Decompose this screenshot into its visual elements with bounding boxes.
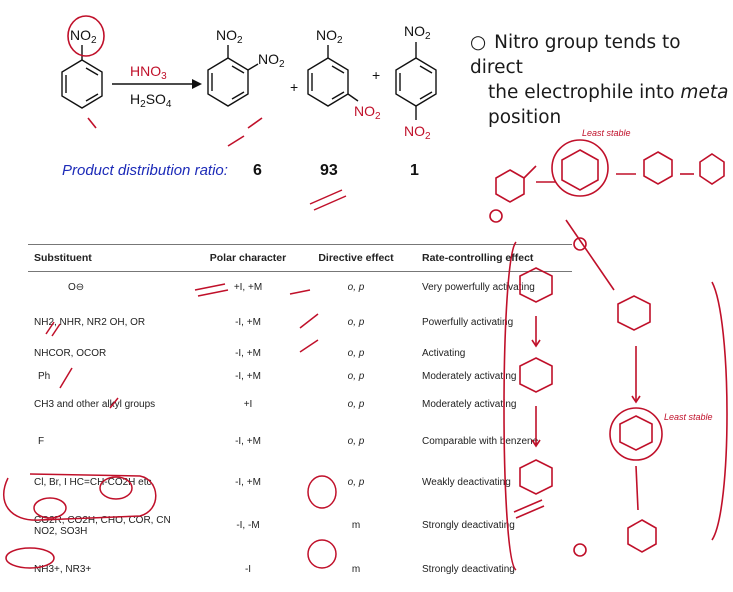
- reaction-scheme: NO2 HNO3 H2SO4 NO2 NO2 + NO2 NO2 + NO2 N…: [61, 15, 437, 147]
- header-rate: Rate-controlling effect: [412, 244, 572, 272]
- polar-cell: -I, +M: [235, 317, 261, 328]
- bullet-line-1: ○Nitro group tends to direct: [470, 32, 681, 78]
- table-row: O⊖ +I, +M o, p Very powerfully activatin…: [28, 272, 572, 304]
- directive-cell: o, p: [347, 399, 365, 410]
- substituent-cell: CO2R, CO2H, CHO, COR, CN NO2, SO3H: [34, 514, 171, 537]
- bullet-line-2: the electrophile into meta: [488, 82, 729, 103]
- table-row: CO2R, CO2H, CHO, COR, CN NO2, SO3H -I, -…: [28, 504, 572, 548]
- substituent-cell: NH2, NHR, NR2 OH, OR: [34, 317, 146, 328]
- polar-cell: -I, +M: [235, 477, 261, 488]
- ortho-group-side: NO2: [258, 51, 285, 70]
- directive-cell: o, p: [347, 477, 365, 488]
- polar-cell: +I: [243, 399, 253, 410]
- rate-cell: Strongly deactivating: [422, 520, 515, 531]
- directive-cell: m: [351, 564, 361, 575]
- least-stable-note-right: Least stable: [664, 412, 713, 422]
- rate-cell: Moderately activating: [422, 371, 517, 382]
- substituent-cell: CH3 and other alkyl groups: [34, 399, 156, 410]
- table-row: NH3+, NR3+ -I m Strongly deactivating: [28, 548, 572, 592]
- polar-cell: -I, +M: [235, 436, 261, 447]
- bullet-marker: ○: [470, 32, 487, 53]
- plus-sign: +: [290, 79, 298, 95]
- substituent-cell: O⊖: [68, 282, 85, 294]
- substituent-cell: Cl, Br, I HC=CH-CO2H etc.: [34, 477, 155, 488]
- ratio-label: Product distribution ratio:: [62, 162, 228, 179]
- substituent-cell: NHCOR, OCOR: [34, 348, 107, 359]
- substituent-cell: F: [38, 436, 45, 447]
- rate-cell: Strongly deactivating: [422, 564, 515, 575]
- polar-cell: -I: [244, 564, 252, 575]
- reagent-top: HNO3: [130, 63, 167, 82]
- substituent-cell: NH3+, NR3+: [34, 564, 92, 575]
- polar-cell: -I, +M: [235, 371, 261, 382]
- rate-cell: Comparable with benzene: [422, 436, 539, 447]
- directive-cell: o, p: [347, 348, 365, 359]
- table-row: Cl, Br, I HC=CH-CO2H etc. -I, +M o, p We…: [28, 462, 572, 504]
- rate-cell: Powerfully activating: [422, 317, 514, 328]
- substituent-cell: Ph: [38, 371, 51, 382]
- rate-cell: Very powerfully activating: [422, 282, 535, 294]
- rate-cell: Weakly deactivating: [422, 477, 511, 488]
- bullet-point: ○Nitro group tends to direct the electro…: [470, 30, 730, 130]
- table-row: Ph -I, +M o, p Moderately activating: [28, 366, 572, 388]
- meta-group-side: NO2: [354, 103, 381, 122]
- meta-group-top: NO2: [316, 27, 343, 46]
- handwritten-resonance-diagram: Least stable Least stable: [489, 128, 728, 571]
- ratio-para: 1: [410, 162, 419, 179]
- header-substituent: Substituent: [28, 244, 196, 272]
- directive-cell: o, p: [347, 371, 365, 382]
- header-polar: Polar character: [196, 244, 300, 272]
- least-stable-note-top: Least stable: [582, 128, 631, 138]
- substituent-table: Substituent Polar character Directive ef…: [28, 244, 572, 592]
- polar-cell: +I, +M: [233, 282, 263, 294]
- para-group-bottom: NO2: [404, 123, 431, 142]
- reagent-bottom: H2SO4: [130, 91, 172, 110]
- polar-cell: -I, -M: [236, 520, 260, 531]
- polar-cell: -I, +M: [235, 348, 261, 359]
- ortho-group-top: NO2: [216, 27, 243, 46]
- ratio-underline: [309, 189, 347, 211]
- table-row: NH2, NHR, NR2 OH, OR -I, +M o, p Powerfu…: [28, 304, 572, 342]
- directive-cell: o, p: [347, 282, 365, 294]
- reactant-group: NO2: [70, 27, 97, 46]
- table-row: F -I, +M o, p Comparable with benzene: [28, 422, 572, 462]
- bullet-line-3: position: [488, 107, 562, 128]
- plus-sign: +: [372, 67, 380, 83]
- rate-cell: Activating: [422, 348, 466, 359]
- table-header-row: Substituent Polar character Directive ef…: [28, 244, 572, 272]
- ratio-meta: 93: [320, 162, 338, 179]
- header-directive: Directive effect: [300, 244, 412, 272]
- directive-cell: o, p: [347, 436, 365, 447]
- ratio-ortho: 6: [253, 162, 262, 179]
- table-row: NHCOR, OCOR -I, +M o, p Activating: [28, 342, 572, 366]
- table-row: CH3 and other alkyl groups +I o, p Moder…: [28, 388, 572, 422]
- directive-cell: m: [351, 520, 361, 531]
- rate-cell: Moderately activating: [422, 399, 517, 410]
- directive-cell: o, p: [347, 317, 365, 328]
- para-group-top: NO2: [404, 23, 431, 42]
- table-annotations: [3, 283, 337, 569]
